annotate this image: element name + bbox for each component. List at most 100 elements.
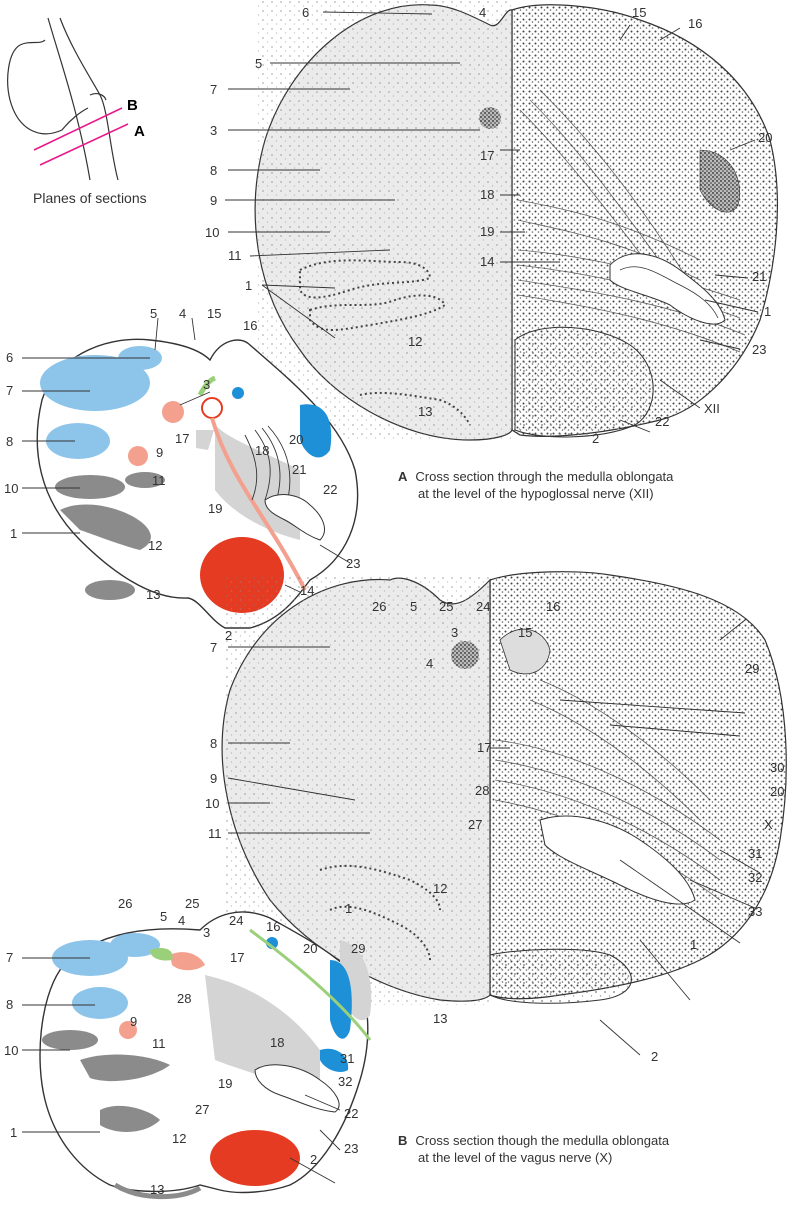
structure-label-47: 2: [225, 628, 232, 643]
label-20: 20: [758, 130, 772, 145]
structure-label-82: 7: [6, 950, 13, 965]
structure-label-50: 25: [439, 599, 453, 614]
label-1: 1: [245, 278, 252, 293]
plane-label-a: A: [134, 123, 145, 140]
structure-label-61: 20: [770, 784, 784, 799]
structure-label-48: 26: [372, 599, 386, 614]
caption-a-line1: Cross section through the medulla oblong…: [415, 469, 673, 484]
label-3: 3: [210, 123, 217, 138]
planes-inset: [8, 18, 128, 180]
structure-label-70: 12: [433, 881, 447, 896]
structure-label-92: 10: [4, 1043, 18, 1058]
label-7: 7: [210, 82, 217, 97]
label-13: 13: [418, 404, 432, 419]
structure-label-55: 4: [426, 656, 433, 671]
caption-a-line2: at the level of the hypoglossal nerve (X…: [398, 485, 673, 502]
structure-label-41: 19: [208, 501, 222, 516]
structure-label-66: 11: [208, 826, 222, 841]
structure-label-102: 2: [310, 1152, 317, 1167]
structure-label-51: 24: [476, 599, 490, 614]
label-5: 5: [255, 56, 262, 71]
structure-label-87: 8: [6, 997, 13, 1012]
structure-label-79: 4: [178, 913, 185, 928]
structure-label-85: 20: [303, 941, 317, 956]
structure-label-95: 32: [338, 1074, 352, 1089]
structure-label-39: 10: [4, 481, 18, 496]
caption-b-letter: B: [398, 1133, 407, 1148]
structure-label-44: 23: [346, 556, 360, 571]
structure-label-68: 31: [748, 846, 762, 861]
structure-label-78: 5: [160, 909, 167, 924]
structure-label-93: 31: [340, 1051, 354, 1066]
structure-label-38: 21: [292, 462, 306, 477]
structure-label-26: 4: [179, 306, 186, 321]
structure-label-64: 10: [205, 796, 219, 811]
label-xii: XII: [704, 401, 720, 416]
structure-label-29: 6: [6, 350, 13, 365]
structure-label-69: 32: [748, 870, 762, 885]
structure-label-77: 25: [185, 896, 199, 911]
structure-label-25: 5: [150, 306, 157, 321]
structure-label-101: 13: [150, 1182, 164, 1197]
label-8: 8: [210, 163, 217, 178]
structure-label-42: 1: [10, 526, 17, 541]
label-21: 21: [752, 269, 766, 284]
structure-label-49: 5: [410, 599, 417, 614]
planes-of-sections-label: Planes of sections: [33, 190, 147, 206]
structure-label-52: 16: [546, 599, 560, 614]
structure-label-59: 8: [210, 736, 217, 751]
structure-label-58: 17: [477, 740, 491, 755]
structure-label-46: 13: [146, 587, 160, 602]
structure-label-100: 23: [344, 1141, 358, 1156]
caption-b: B Cross section though the medulla oblong…: [398, 1132, 669, 1166]
structure-label-80: 3: [203, 925, 210, 940]
structure-label-27: 15: [207, 306, 221, 321]
label-17: 17: [480, 148, 494, 163]
label-1b: 1: [764, 304, 771, 319]
caption-a-letter: A: [398, 469, 407, 484]
structure-label-43: 12: [148, 538, 162, 553]
structure-label-83: 16: [266, 919, 280, 934]
label-15: 15: [632, 5, 646, 20]
section-b-schematic: [40, 912, 371, 1197]
label-4: 4: [479, 5, 486, 20]
structure-label-35: 9: [156, 445, 163, 460]
label-11: 11: [228, 248, 242, 263]
structure-label-89: 9: [130, 1014, 137, 1029]
label-2: 2: [592, 431, 599, 446]
label-22: 22: [655, 414, 669, 429]
label-9: 9: [210, 193, 217, 208]
structure-label-36: 18: [255, 443, 269, 458]
structure-label-90: 11: [152, 1036, 166, 1051]
label-23: 23: [752, 342, 766, 357]
structure-label-91: 18: [270, 1035, 284, 1050]
label-6: 6: [302, 5, 309, 20]
section-b-stained: [490, 572, 786, 1004]
structure-label-57: 29: [745, 661, 759, 676]
structure-label-34: 8: [6, 434, 13, 449]
structure-label-98: 1: [10, 1125, 17, 1140]
structure-label-88: 28: [177, 991, 191, 1006]
structure-label-62: 9: [210, 771, 217, 786]
structure-label-74: 13: [433, 1011, 447, 1026]
caption-a: A Cross section through the medulla oblon…: [398, 468, 673, 502]
label-19: 19: [480, 224, 494, 239]
caption-b-line1: Cross section though the medulla oblonga…: [415, 1133, 669, 1148]
label-18: 18: [480, 187, 494, 202]
structure-label-76: 26: [118, 896, 132, 911]
structure-label-32: 17: [175, 431, 189, 446]
structure-label-54: 3: [451, 625, 458, 640]
structure-label-97: 22: [344, 1106, 358, 1121]
structure-label-40: 22: [323, 482, 337, 497]
structure-label-65: X: [764, 817, 773, 832]
structure-label-28: 16: [243, 318, 257, 333]
label-14: 14: [480, 254, 494, 269]
structure-label-94: 19: [218, 1076, 232, 1091]
structure-label-56: 7: [210, 640, 217, 655]
structure-label-31: 7: [6, 383, 13, 398]
section-a-stained: [507, 5, 778, 437]
structure-label-37: 11: [152, 473, 166, 488]
label-16: 16: [688, 16, 702, 31]
structure-label-71: 1: [345, 901, 352, 916]
structure-label-81: 24: [229, 913, 243, 928]
